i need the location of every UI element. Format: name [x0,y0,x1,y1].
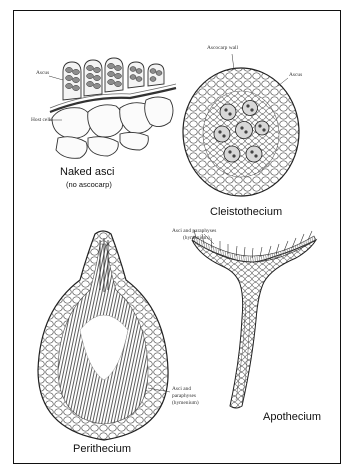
callout-host-cells: Host cells [31,117,52,123]
callout-paraphyses: paraphyses [172,393,196,399]
naked-asci-title: Naked asci [60,166,114,178]
naked-asci-subtitle: (no ascocarp) [66,180,112,189]
callout-hymenium-apothecium: (hymenium) [183,235,210,241]
callout-asci-and: Asci and [172,386,191,392]
callout-ascus-cleisto: Ascus [289,72,302,78]
perithecium-title: Perithecium [73,443,131,455]
callout-hymenium-perithecium: (hymenium) [172,400,199,406]
cleistothecium-title: Cleistothecium [210,206,282,218]
callout-asci-paraphyses: Asci and paraphyses [172,228,216,234]
cleistothecium-drawing [183,54,299,196]
naked-asci-drawing [49,58,176,158]
apothecium-title: Apothecium [263,411,321,423]
perithecium-drawing [38,231,170,440]
apothecium-drawing [192,230,316,408]
callout-ascus-naked: Ascus [36,70,49,76]
callout-ascocarp-wall: Ascocarp wall [207,45,238,51]
